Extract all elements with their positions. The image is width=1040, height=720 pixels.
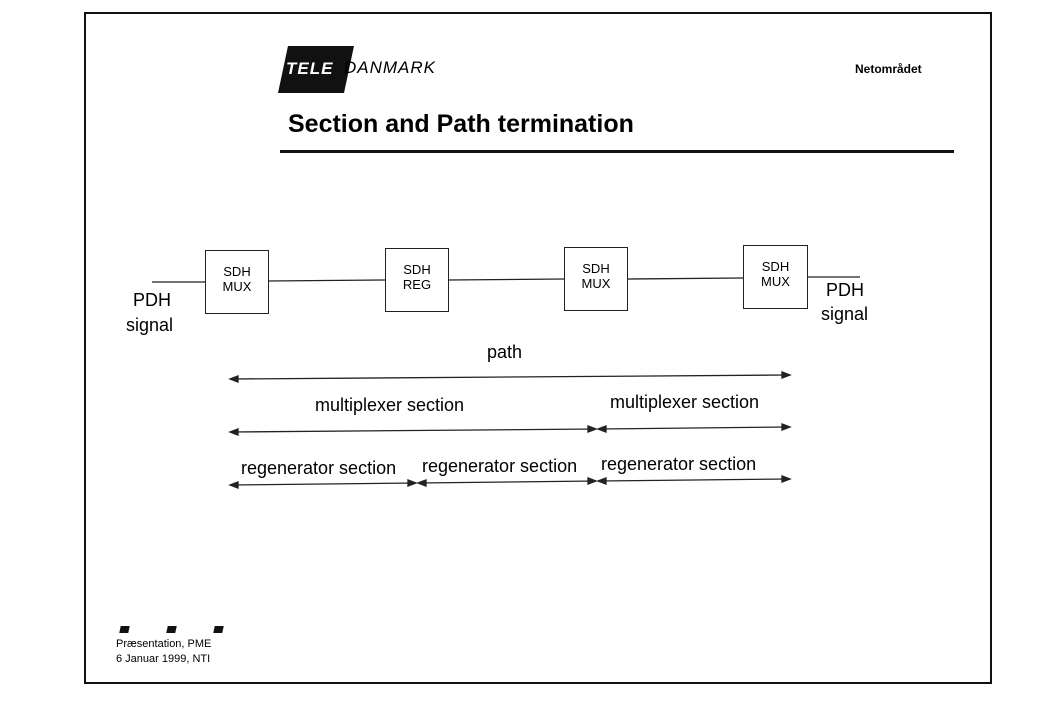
title-rule xyxy=(280,150,954,153)
node-sdh-mux-3: SDH MUX xyxy=(743,245,808,309)
path-label: path xyxy=(487,342,523,362)
output-signal-line2: signal xyxy=(821,304,869,324)
mux-section-label-1: multiplexer section xyxy=(315,395,465,415)
mux-section-1-head-right xyxy=(587,425,598,433)
node-label-line1: SDH xyxy=(582,261,610,276)
reg-section-label-1: regenerator section xyxy=(241,458,397,478)
node-sdh-reg: SDH REG xyxy=(385,248,449,312)
mux-section-label-2: multiplexer section xyxy=(610,392,760,412)
footer-line2: 6 Januar 1999, NTI xyxy=(116,653,211,665)
organization-label: Netområdet xyxy=(855,62,922,76)
input-signal-line2: signal xyxy=(126,315,174,335)
reg-section-2-head-left xyxy=(416,479,427,487)
reg-section-2-arrow xyxy=(417,480,597,484)
line-reg-mux xyxy=(447,278,565,281)
footer-line1: Præsentation, PME xyxy=(116,638,212,650)
node-label-line2: MUX xyxy=(222,279,252,294)
logo-tele-text: TELE xyxy=(286,59,334,78)
teledanmark-logo: TELE DANMARK xyxy=(278,46,478,93)
path-arrowhead-right xyxy=(781,371,792,379)
reg-section-label-3: regenerator section xyxy=(601,454,757,474)
reg-section-label-2: regenerator section xyxy=(422,456,578,476)
page-title: Section and Path termination xyxy=(288,110,634,138)
line-mux-mux xyxy=(627,277,744,280)
mux-section-2-arrow xyxy=(597,426,789,430)
node-label-line1: SDH xyxy=(223,264,251,279)
mux-section-2-head-right xyxy=(781,423,792,431)
input-signal-line1: PDH xyxy=(133,290,172,310)
node-label-line1: SDH xyxy=(761,259,790,274)
logo-danmark-text: DANMARK xyxy=(344,58,437,77)
node-label-line1: SDH xyxy=(403,262,431,277)
reg-section-1-head-right xyxy=(407,479,418,487)
node-label-line2: MUX xyxy=(581,276,611,291)
node-label-line2: REG xyxy=(402,277,432,292)
reg-section-3-head-left xyxy=(596,477,607,485)
reg-section-1-arrow xyxy=(231,482,417,486)
mux-section-1-head-left xyxy=(228,428,239,436)
node-sdh-mux-1: SDH MUX xyxy=(205,250,269,314)
footer-square-3 xyxy=(213,626,224,633)
reg-section-2-head-right xyxy=(587,477,598,485)
output-signal-line1: PDH xyxy=(826,280,865,300)
reg-section-3-arrow xyxy=(597,478,789,482)
path-arrowhead-left xyxy=(228,375,239,383)
node-sdh-mux-2: SDH MUX xyxy=(564,247,628,311)
mux-section-2-head-left xyxy=(596,425,607,433)
line-mux-reg xyxy=(267,279,386,282)
node-label-line2: MUX xyxy=(761,274,790,289)
slide-frame xyxy=(84,12,992,684)
footer-square-1 xyxy=(119,626,130,633)
reg-section-3-head-right xyxy=(781,475,792,483)
footer-square-2 xyxy=(166,626,177,633)
mux-section-1-arrow xyxy=(231,428,597,433)
reg-section-1-head-left xyxy=(228,481,239,489)
path-arrow xyxy=(231,374,789,380)
